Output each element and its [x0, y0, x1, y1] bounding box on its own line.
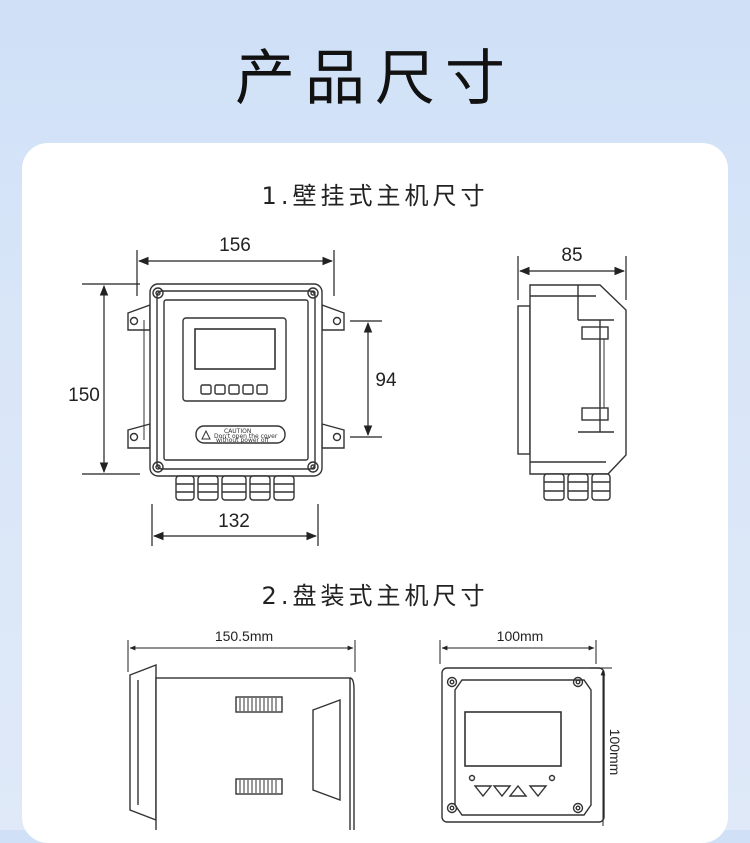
caution-text-line-2: without power off — [216, 437, 270, 444]
panel-side-vent-bottom — [239, 780, 277, 793]
page-title: 产品尺寸 — [235, 44, 515, 114]
wall-mount-side-view — [517, 284, 627, 501]
dim-depth: 85 — [561, 245, 582, 266]
panel-side-dimension-lines — [127, 640, 356, 672]
wall-mount-front-view — [127, 283, 345, 501]
panel-mount-front-view — [441, 667, 605, 823]
dim-top-width: 156 — [219, 235, 251, 256]
wall-side-dimension-lines — [517, 256, 627, 300]
caution-label: CAUTION — [224, 428, 251, 435]
dim-length: 150.5mm — [215, 628, 273, 644]
dim-panel-height: 100mm — [607, 729, 623, 776]
dim-width: 100mm — [497, 628, 544, 644]
caution-text-line-1: Don't open the cover — [214, 433, 278, 440]
panel-mount-side-view — [129, 663, 355, 830]
dim-height: 150 — [68, 385, 100, 406]
dim-display-height: 94 — [375, 370, 397, 391]
panel-side-vent-top — [239, 698, 277, 711]
dim-bottom-width: 132 — [218, 511, 250, 532]
panel-front-dimension-lines — [439, 640, 612, 826]
section-title-panel-mount: 2.盘装式主机尺寸 — [261, 582, 489, 610]
section-title-wall-mount: 1.壁挂式主机尺寸 — [261, 182, 489, 210]
wall-front-dimension-lines — [82, 250, 382, 546]
